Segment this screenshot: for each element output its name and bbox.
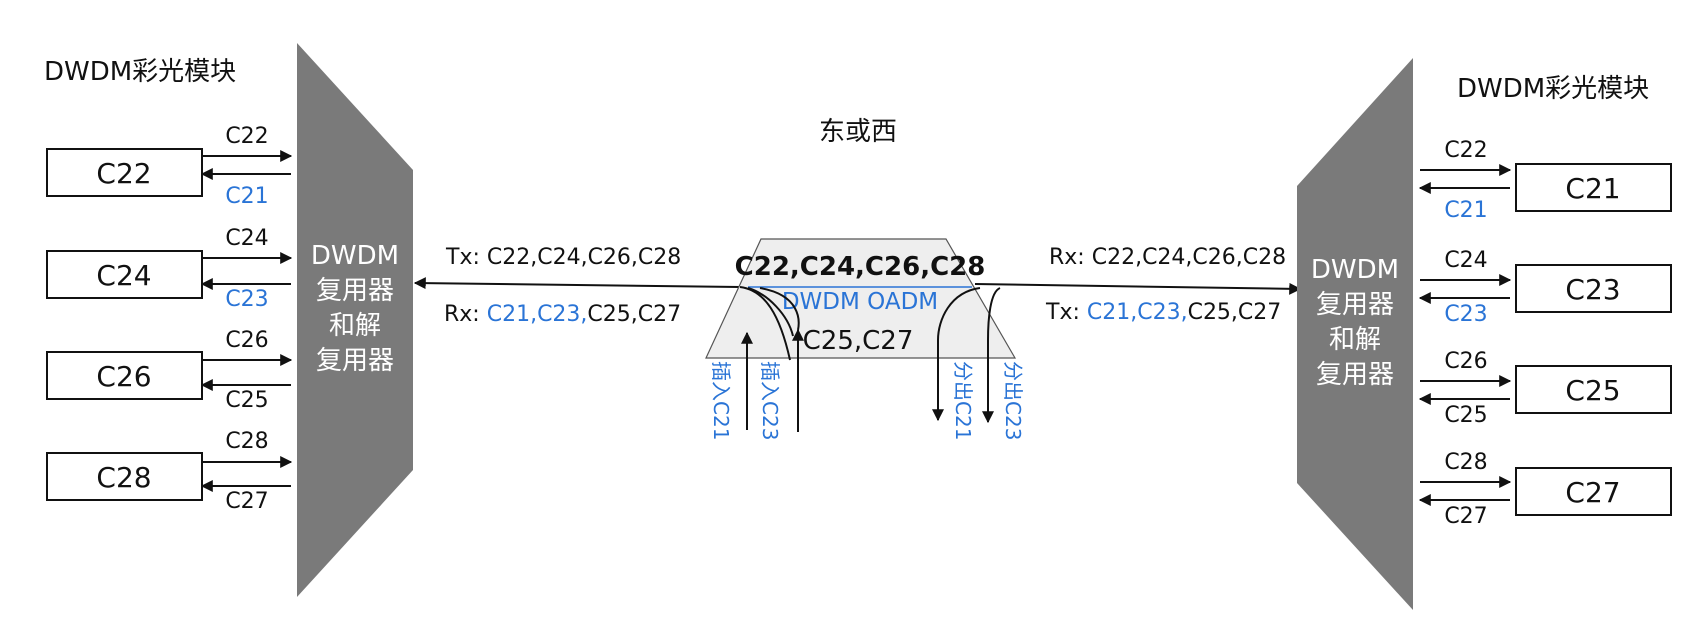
- svg-text:和解: 和解: [329, 311, 381, 341]
- module-box-label: C25: [1565, 374, 1620, 407]
- tx-channel: C22: [225, 124, 268, 149]
- left-module-2: C24 C24 C23: [46, 226, 293, 312]
- left-mux-label: DWDM 复用器 和解 复用器: [311, 241, 399, 376]
- tx-channel: C24: [1444, 248, 1487, 273]
- module-box: [1515, 264, 1672, 313]
- rx-channel: C21: [1444, 198, 1487, 223]
- right-tx-label: Tx: C21,C23,C25,C27: [1045, 300, 1281, 325]
- right-module-title: DWDM彩光模块: [1457, 74, 1649, 104]
- add-c21-label: 插入C21: [709, 361, 733, 440]
- rx-channel: C27: [1444, 504, 1487, 529]
- module-box-label: C23: [1565, 273, 1620, 306]
- rx-channel: C25: [225, 388, 268, 413]
- right-rx-label: Rx: C22,C24,C26,C28: [1049, 245, 1286, 270]
- module-box: [46, 351, 203, 400]
- module-box-label: C27: [1565, 476, 1620, 509]
- module-box-label: C24: [96, 259, 151, 292]
- right-mux-demux: [1297, 58, 1413, 610]
- left-module-title: DWDM彩光模块: [44, 57, 236, 87]
- module-box-label: C21: [1565, 172, 1620, 205]
- add-c23-label: 插入C23: [758, 361, 782, 440]
- oadm-node: [705, 238, 1017, 359]
- tx-channel: C24: [225, 226, 268, 251]
- oadm-pass-through-lower: C25,C27: [803, 326, 914, 356]
- module-box: [46, 452, 203, 501]
- drop-c21-label: 分出C21: [951, 361, 975, 440]
- svg-text:复用器: 复用器: [316, 346, 394, 376]
- svg-text:复用器: 复用器: [1316, 290, 1394, 320]
- left-module-4: C28 C28 C27: [46, 429, 293, 514]
- add-curve-c21: [739, 286, 791, 361]
- left-tx-label: Tx: C22,C24,C26,C28: [445, 245, 681, 270]
- oadm-name: DWDM OADM: [782, 289, 938, 315]
- rx-channel: C23: [1444, 302, 1487, 327]
- drop-c23-label: 分出C23: [1001, 361, 1025, 440]
- module-box-label: C26: [96, 360, 151, 393]
- rx-channel: C27: [225, 489, 268, 514]
- left-module-1: C22 C22 C21: [46, 124, 293, 209]
- tx-channel: C28: [225, 429, 268, 454]
- tx-channel: C28: [1444, 450, 1487, 475]
- module-box-label: C28: [96, 461, 151, 494]
- module-box: [46, 148, 203, 197]
- add-link-c21: [747, 287, 794, 337]
- left-module-3: C26 C26 C25: [46, 328, 293, 413]
- svg-text:DWDM: DWDM: [311, 241, 399, 271]
- tx-channel: C26: [1444, 349, 1487, 374]
- oadm-pass-through-upper: C22,C24,C26,C28: [735, 252, 986, 282]
- right-module-3: C25 C26 C25: [1418, 349, 1672, 428]
- left-mux-demux: [297, 43, 413, 597]
- right-module-2: C23 C24 C23: [1418, 248, 1672, 327]
- svg-text:复用器: 复用器: [316, 276, 394, 306]
- tx-channel: C22: [1444, 138, 1487, 163]
- drop-curve-c23: [982, 287, 1001, 424]
- svg-text:DWDM: DWDM: [1311, 255, 1399, 285]
- module-box: [1515, 163, 1672, 212]
- right-trunk-link: [974, 282, 1302, 295]
- tx-channel: C26: [225, 328, 268, 353]
- drop-curve-c21: [932, 287, 981, 422]
- right-module-4: C27 C28 C27: [1418, 450, 1672, 529]
- right-module-1: C21 C22 C21: [1418, 138, 1672, 223]
- svg-text:复用器: 复用器: [1316, 360, 1394, 390]
- module-box: [1515, 467, 1672, 516]
- module-box: [46, 250, 203, 299]
- direction-label: 东或西: [819, 117, 897, 147]
- svg-text:和解: 和解: [1329, 325, 1381, 355]
- left-rx-label: Rx: C21,C23,C25,C27: [444, 302, 681, 327]
- rx-channel: C25: [1444, 403, 1487, 428]
- add-curve-c23: [759, 287, 800, 331]
- module-box: [1515, 365, 1672, 414]
- right-mux-label: DWDM 复用器 和解 复用器: [1311, 255, 1399, 390]
- module-box-label: C22: [96, 157, 151, 190]
- left-trunk-link: [413, 277, 741, 290]
- rx-channel: C23: [225, 287, 268, 312]
- rx-channel: C21: [225, 184, 268, 209]
